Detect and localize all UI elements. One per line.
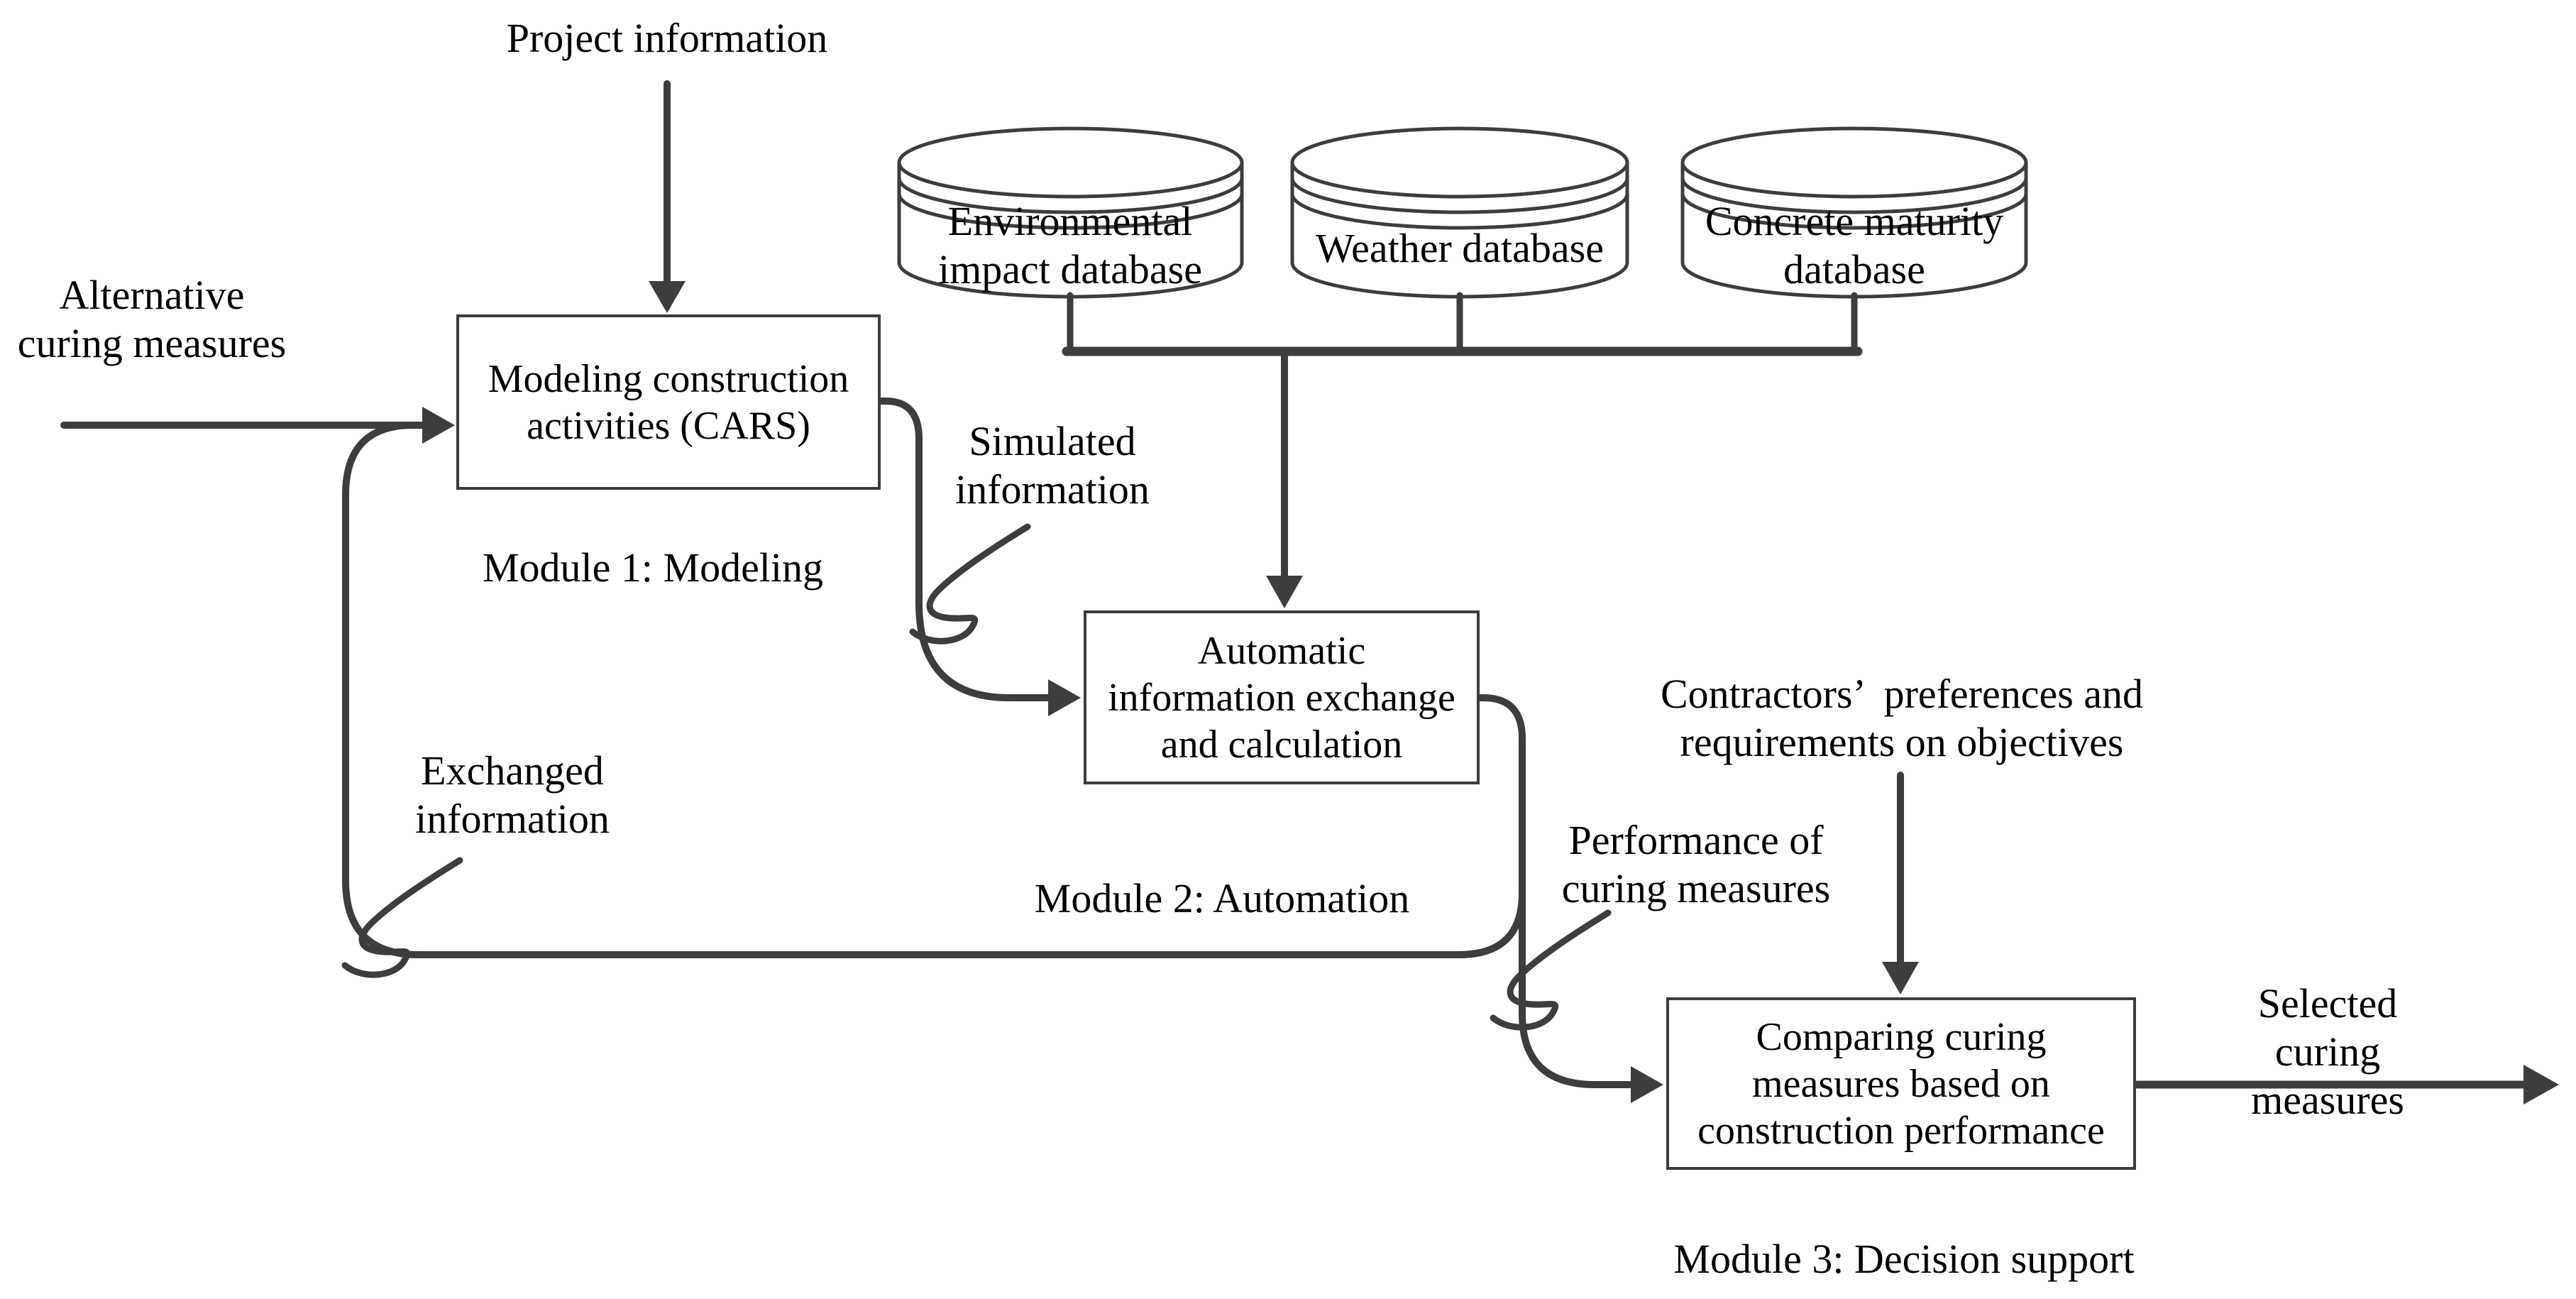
- simulated-information-label: Simulated information: [955, 418, 1150, 513]
- comparing-box-label: Comparing curing measures based on const…: [1697, 1014, 2105, 1153]
- modeling-to-automation-arrow: [877, 398, 1081, 716]
- weather-database-label: Weather database: [1316, 225, 1604, 271]
- squiggle-exchanged-icon: [341, 857, 463, 978]
- module1-caption: Module 1: Modeling: [482, 544, 824, 591]
- automation-box-label: Automatic information exchange and calcu…: [1108, 628, 1455, 767]
- db-to-automation-arrow: [1266, 351, 1303, 608]
- module3-caption: Module 3: Decision support: [1673, 1236, 2135, 1282]
- db-connector: [1062, 292, 1863, 356]
- selected-output-arrow: [2133, 1065, 2559, 1105]
- concrete-maturity-database-cylinder: [1680, 126, 2028, 299]
- exchanged-information-label: Exchanged information: [415, 747, 610, 842]
- environmental-database-cylinder: [897, 126, 1244, 299]
- contractors-preferences-label: Contractors’ preferences and requirement…: [1660, 671, 2144, 765]
- environmental-database-label: Environmental impact database: [938, 198, 1202, 292]
- modeling-box: Modeling construction activities (CARS): [456, 314, 881, 490]
- alternative-curing-label: Alternative curing measures: [17, 272, 287, 366]
- project-info-arrow: [649, 80, 686, 313]
- automation-to-comparing-arrow: [1519, 777, 1663, 1103]
- modeling-box-label: Modeling construction activities (CARS): [488, 356, 849, 448]
- squiggle-performance-icon: [1490, 909, 1612, 1031]
- squiggle-simulated-icon: [909, 523, 1031, 645]
- selected-curing-label: Selected curing measures: [2251, 980, 2404, 1123]
- feedback-loop-line: [342, 422, 1526, 958]
- alternative-input-arrow: [60, 407, 455, 444]
- concrete-maturity-database-label: Concrete maturity database: [1705, 198, 2004, 292]
- module2-caption: Module 2: Automation: [1034, 875, 1410, 921]
- performance-of-curing-label: Performance of curing measures: [1561, 817, 1831, 911]
- automation-box: Automatic information exchange and calcu…: [1084, 610, 1480, 784]
- project-information-label: Project information: [506, 15, 828, 61]
- contractors-arrow: [1882, 772, 1919, 994]
- comparing-box: Comparing curing measures based on const…: [1666, 997, 2136, 1170]
